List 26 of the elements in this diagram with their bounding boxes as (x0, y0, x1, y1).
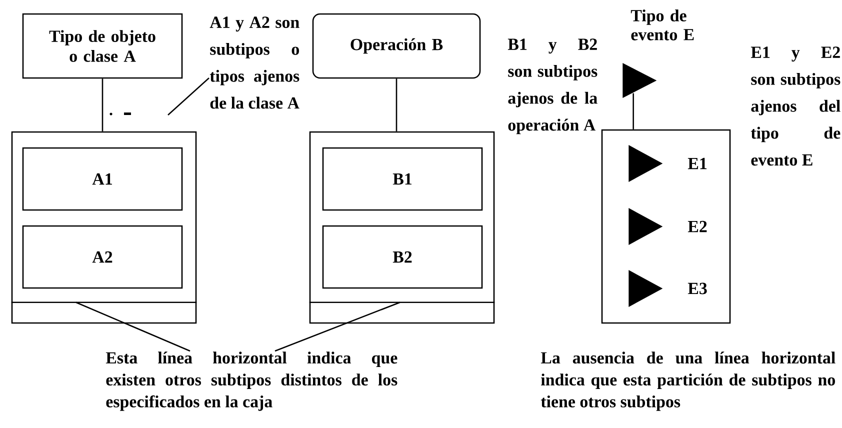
event-label: E1 (688, 158, 707, 170)
note-text: A1 y A2 son subtipos o tipos ajenos de la clase A (210, 16, 300, 109)
leader-line (76, 302, 190, 352)
note-text: B1 y B2 son subtipos ajenos de la operación A (508, 38, 598, 134)
event-label: E2 (688, 220, 707, 232)
connector-line (396, 78, 398, 132)
partition-line (309, 302, 495, 303)
connector-line (102, 78, 104, 132)
subtype-box: B2 (322, 225, 483, 289)
subtype-partition-box (11, 131, 197, 324)
event-label: E3 (688, 282, 707, 294)
operation-box: Operación B (312, 13, 481, 79)
note-text: E1 y E2 son subtipos ajenos del tipo de evento E (750, 46, 840, 166)
note-text: La ausencia de una línea horizontal indica que esta partición de subtipos no tiene otros subtipos (540, 352, 836, 411)
subtype-partition-box (309, 131, 495, 324)
subtype-partition-box (601, 129, 731, 324)
note-text: Esta línea horizontal indica que existen otros subtipos distintos de los especificados en la caja (106, 352, 398, 411)
partition-line (11, 302, 197, 303)
event-label: Tipo de evento E (630, 10, 694, 40)
leader-line (168, 78, 210, 116)
subtype-box: B1 (322, 147, 483, 211)
type-box: Tipo de objeto o clase A (22, 13, 183, 79)
subtype-box: A1 (22, 147, 183, 211)
connector-line (632, 93, 634, 130)
leader-line (274, 302, 400, 352)
subtype-box: A2 (22, 225, 183, 289)
